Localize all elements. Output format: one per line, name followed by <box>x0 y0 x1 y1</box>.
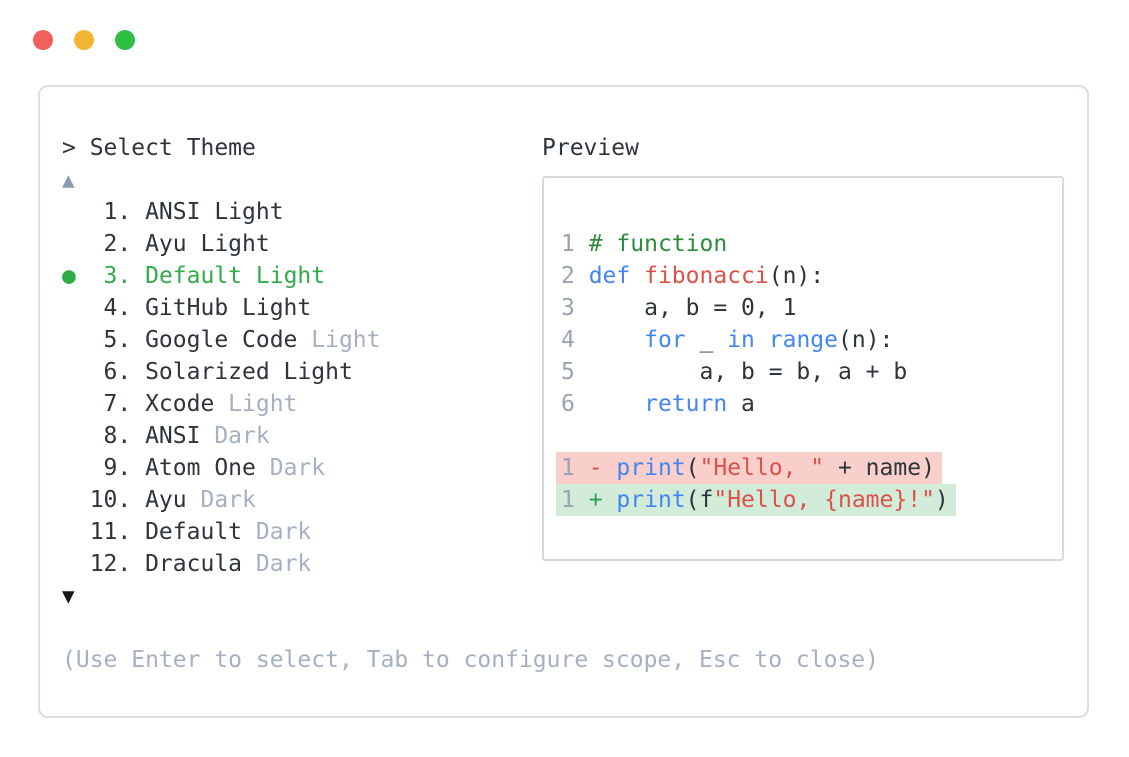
theme-list-pane: > Select Theme ▲ 1. ANSI Light 2. Ayu Li… <box>62 132 879 676</box>
close-button[interactable] <box>33 30 53 50</box>
token: + name) <box>824 455 935 481</box>
token: "Hello, {name}!" <box>713 487 935 513</box>
token: fibonacci <box>644 263 769 289</box>
token: 4 <box>561 327 589 353</box>
token: 12. Dracula <box>62 551 256 577</box>
select-prompt: > Select Theme <box>62 135 256 161</box>
theme-item-ayu-light[interactable]: 2. Ayu Light <box>62 228 879 260</box>
token: _ <box>685 327 728 353</box>
token: in <box>727 327 755 353</box>
token: (f <box>685 487 714 513</box>
diff-removed-line: 1 - print("Hello, " + name) <box>556 452 1062 484</box>
token: 1 <box>561 231 589 257</box>
token: (n): <box>768 263 825 289</box>
scroll-up-icon[interactable]: ▲ <box>62 168 75 192</box>
token: 7. Xcode <box>62 391 229 417</box>
token: print <box>616 487 686 513</box>
token <box>755 327 769 353</box>
token: a, b = 0, 1 <box>588 295 797 321</box>
token: a <box>727 391 755 417</box>
diff-added-line: 1 + print(f"Hello, {name}!") <box>556 484 1062 516</box>
token: def <box>588 263 631 289</box>
token: + <box>588 487 617 513</box>
footer-hint: (Use Enter to select, Tab to configure s… <box>62 647 879 673</box>
token: a, b = b, a + b <box>588 359 908 385</box>
token: Dark <box>200 487 256 513</box>
diff-highlight: 1 - print("Hello, " + name) <box>556 452 942 484</box>
token: 3. Default Light <box>75 263 326 289</box>
token: - <box>588 455 617 481</box>
token: 9. Atom One <box>62 455 270 481</box>
spacer-line <box>62 612 879 644</box>
token: 1. ANSI Light <box>62 199 284 225</box>
theme-item-github-light[interactable]: 4. GitHub Light <box>62 292 879 324</box>
token: 4. GitHub Light <box>62 295 312 321</box>
code-line-6: 6 return a <box>561 388 1062 420</box>
token: 10. Ayu <box>62 487 201 513</box>
token: 2 <box>561 263 589 289</box>
code-line-4: 4 for _ in range(n): <box>561 324 1062 356</box>
diff-highlight: 1 + print(f"Hello, {name}!") <box>556 484 956 516</box>
scroll-down-icon[interactable]: ▼ <box>62 584 75 608</box>
theme-item-google-code-light[interactable]: 5. Google Code Light <box>62 324 879 356</box>
token: 3 <box>561 295 589 321</box>
theme-list: 1. ANSI Light 2. Ayu Light ● 3. Default L… <box>62 196 879 580</box>
token: Dark <box>269 455 326 481</box>
code-line-1: 1 # function <box>561 228 1062 260</box>
token: 1 <box>561 487 589 513</box>
token: 5. Google Code <box>62 327 312 353</box>
token: 11. Default <box>62 519 256 545</box>
token: for <box>644 327 686 353</box>
theme-select-dialog: > Select Theme ▲ 1. ANSI Light 2. Ayu Li… <box>38 85 1089 718</box>
token: Dark <box>214 423 270 449</box>
code-line-3: 3 a, b = 0, 1 <box>561 292 1062 324</box>
minimize-button[interactable] <box>74 30 94 50</box>
token: 6 <box>561 391 589 417</box>
token <box>589 327 644 353</box>
token: range <box>768 327 838 353</box>
token: Dark <box>255 551 312 577</box>
code-line-blank <box>561 420 1062 452</box>
window-controls <box>33 30 135 50</box>
token: Light <box>228 391 298 417</box>
theme-item-default-dark[interactable]: 11. Default Dark <box>62 516 879 548</box>
theme-item-solarized-light[interactable]: 6. Solarized Light <box>62 356 879 388</box>
theme-item-atom-one-dark[interactable]: 9. Atom One Dark <box>62 452 879 484</box>
theme-item-xcode-light[interactable]: 7. Xcode Light <box>62 388 879 420</box>
theme-item-ansi-light[interactable]: 1. ANSI Light <box>62 196 879 228</box>
token: ( <box>685 455 700 481</box>
token <box>589 391 644 417</box>
token: 6. Solarized Light <box>62 359 353 385</box>
token: # function <box>588 231 728 257</box>
token: 8. ANSI <box>62 423 215 449</box>
theme-item-dracula-dark[interactable]: 12. Dracula Dark <box>62 548 879 580</box>
theme-item-ayu-dark[interactable]: 10. Ayu Dark <box>62 484 879 516</box>
token: 5 <box>561 359 589 385</box>
maximize-button[interactable] <box>115 30 135 50</box>
code-line-2: 2 def fibonacci(n): <box>561 260 1062 292</box>
token: return <box>644 391 728 417</box>
token <box>630 263 644 289</box>
token: Light <box>311 327 381 353</box>
theme-item-default-light[interactable]: ● 3. Default Light <box>62 260 879 292</box>
theme-item-ansi-dark[interactable]: 8. ANSI Dark <box>62 420 879 452</box>
token: Dark <box>255 519 312 545</box>
preview-title: Preview <box>542 135 639 161</box>
selected-dot-icon: ● <box>62 263 76 289</box>
token: ) <box>934 487 949 513</box>
token: 2. Ayu Light <box>62 231 270 257</box>
token: print <box>616 455 686 481</box>
token: (n): <box>838 327 894 353</box>
code-line-5: 5 a, b = b, a + b <box>561 356 1062 388</box>
token <box>561 423 575 449</box>
token: "Hello, " <box>699 455 825 481</box>
token: 1 <box>561 455 589 481</box>
